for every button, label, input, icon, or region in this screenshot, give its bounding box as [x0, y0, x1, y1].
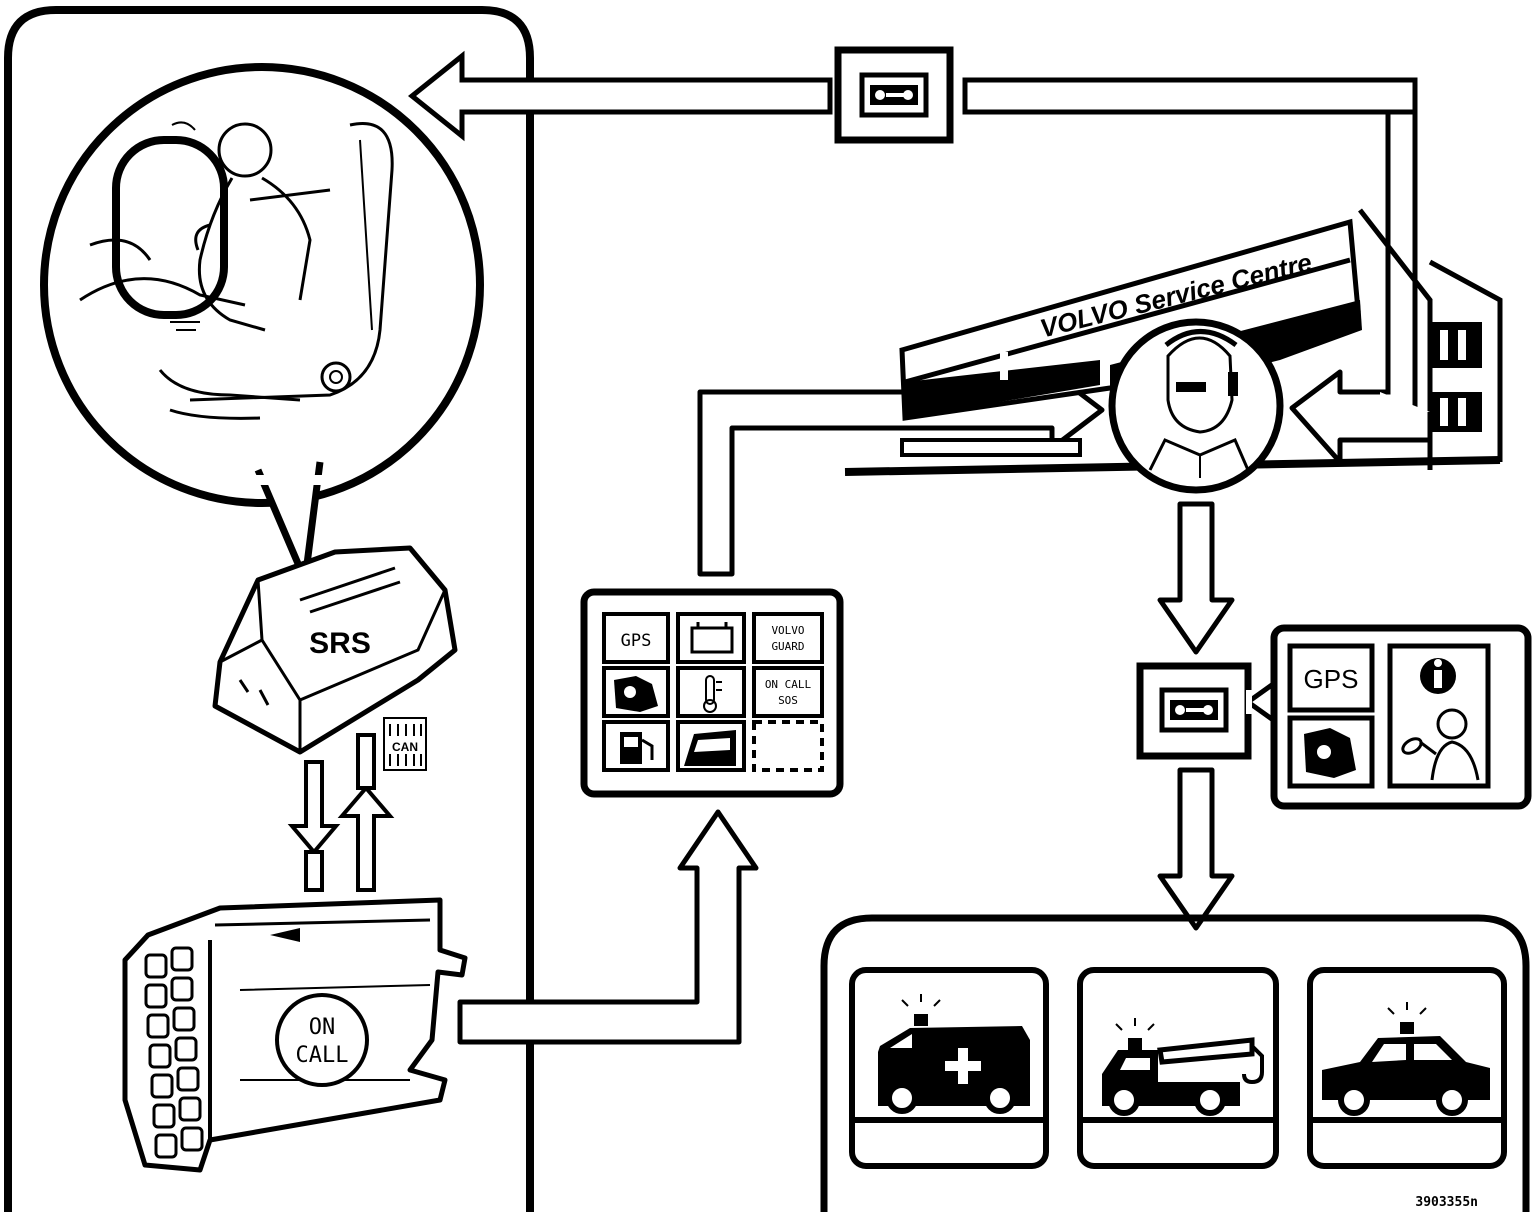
- thermometer-icon: [703, 675, 722, 713]
- tow-truck-icon: [1077, 967, 1279, 1169]
- vehicle-status-panel: GPS VOLVO GUARD ON CALL SOS: [580, 588, 844, 798]
- emergency-services-panel: [820, 914, 1530, 1212]
- can-label: CAN: [392, 740, 418, 754]
- status-volvo-guard-line1: VOLVO: [771, 624, 804, 637]
- police-car-icon: [1307, 967, 1507, 1169]
- alarm-icon: [614, 676, 658, 712]
- empty-status-slot: [752, 720, 824, 772]
- status-gps-label: GPS: [621, 631, 652, 651]
- battery-icon: [690, 622, 734, 654]
- ambulance-icon: [849, 967, 1049, 1169]
- oncall-to-status-arrow: [457, 809, 759, 1045]
- srs-to-oncall-arrow: [287, 760, 341, 892]
- car-door-icon: [684, 730, 736, 766]
- on-call-keypad: [144, 946, 204, 1159]
- status-to-service-arrow: [697, 369, 1105, 577]
- service-return-arrow: [1289, 369, 1433, 465]
- service-to-vehicle-arrow: [407, 50, 1418, 421]
- vehicle-panel-border: [4, 6, 534, 1212]
- figure-code: 3903355n: [1415, 1195, 1478, 1210]
- vehicle-side-panel: [4, 6, 534, 1212]
- status-on-call-line2: SOS: [778, 694, 798, 707]
- can-bus-badge: CAN: [383, 717, 427, 771]
- remote-command-badge-top: [834, 46, 954, 144]
- operator-headset-icon: [1108, 318, 1284, 494]
- operator-to-command-arrow: [1157, 501, 1235, 655]
- dispatch-gps-label: GPS: [1304, 664, 1359, 694]
- status-on-call-line1: ON CALL: [765, 678, 812, 691]
- oncall-to-srs-arrow: [337, 733, 395, 892]
- command-to-emergency-arrow: [1157, 767, 1235, 931]
- information-icon: [1420, 658, 1456, 694]
- driver-with-key-icon: [1401, 708, 1480, 781]
- on-call-label-line1: ON: [309, 1015, 336, 1040]
- srs-label: SRS: [309, 627, 371, 660]
- status-volvo-guard-line2: GUARD: [771, 640, 804, 653]
- remote-command-badge: [1136, 662, 1279, 760]
- on-call-unit-icon: ON CALL: [122, 897, 468, 1173]
- dispatch-panel: GPS: [1270, 624, 1532, 810]
- alarm-icon: [1304, 728, 1356, 778]
- on-call-label-line2: CALL: [296, 1043, 349, 1068]
- srs-module-icon: SRS: [212, 545, 458, 755]
- airbag-deploy-icon: [40, 63, 484, 584]
- fuel-icon: [620, 732, 654, 764]
